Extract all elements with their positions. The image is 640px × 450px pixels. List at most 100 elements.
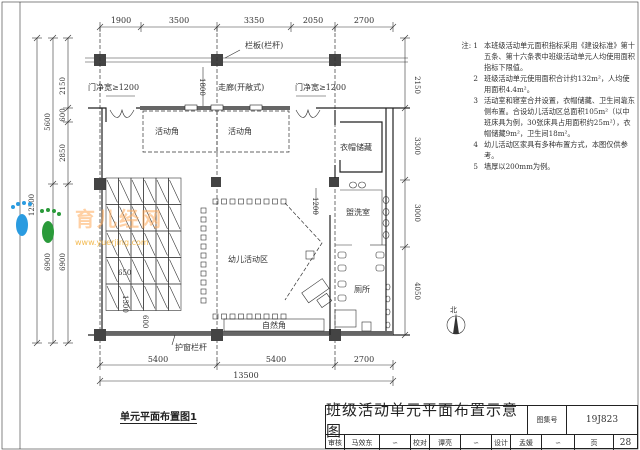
toilet-seat xyxy=(337,280,347,288)
toilet-seat xyxy=(375,264,385,272)
column xyxy=(211,177,221,187)
dim-label: 2700 xyxy=(354,16,374,25)
toilet-label: 厕所 xyxy=(354,284,370,294)
double-door-left xyxy=(109,108,135,118)
dim-label: 3300 xyxy=(413,137,421,155)
watermark-logo: 育儿经网 xyxy=(75,207,163,231)
bed-diagonal xyxy=(169,206,181,230)
sink xyxy=(349,181,357,189)
cloakroom-label: 衣帽储藏 xyxy=(340,142,372,152)
nature-corner xyxy=(223,318,325,332)
chair xyxy=(200,261,207,268)
atlas-label: 图集号 xyxy=(527,406,566,434)
bed-diagonal xyxy=(119,179,131,203)
table xyxy=(301,278,330,304)
north-arrow-icon: 北 xyxy=(446,306,466,335)
bottom-dimensions: 5400 5400 2700 13500 xyxy=(96,355,397,386)
dim-label: 3000 xyxy=(413,204,421,222)
corridor-width-dim: 1800 xyxy=(198,78,206,96)
washroom-label: 盥洗室 xyxy=(346,207,370,217)
chair xyxy=(246,313,253,320)
chair xyxy=(272,198,278,205)
bed-diagonal xyxy=(131,285,143,309)
axis-lines xyxy=(99,27,336,365)
dim-label: 5400 xyxy=(148,355,168,364)
bed-diagonal xyxy=(169,179,181,203)
column xyxy=(211,329,223,341)
page-label: 页 xyxy=(575,435,614,450)
double-door-right xyxy=(295,108,321,118)
bed-diagonal xyxy=(169,232,181,256)
dim-label: 6900 xyxy=(59,253,67,271)
bed-diagonal xyxy=(119,259,131,283)
chair xyxy=(221,313,227,320)
bed-diagonal xyxy=(144,285,156,309)
chair xyxy=(200,234,207,241)
chair xyxy=(238,313,244,320)
bed-diagonal xyxy=(106,285,118,309)
bed xyxy=(168,283,182,311)
column xyxy=(94,329,106,341)
window-railing-label: 护窗栏杆 xyxy=(175,342,207,352)
dim-label: 5400 xyxy=(266,355,286,364)
bed-width-dim: 650 xyxy=(118,269,131,277)
bed-diagonal xyxy=(156,259,168,283)
bed-diagonal xyxy=(131,206,143,230)
designer: 孟媛 xyxy=(511,435,542,450)
walls xyxy=(88,104,410,341)
bed-diagonal xyxy=(119,206,131,230)
note-number: 3 xyxy=(473,96,478,105)
svg-text:北: 北 xyxy=(450,306,457,314)
checker: 谭亮 xyxy=(430,435,461,450)
drawing-caption: 单元平面布置图1 xyxy=(120,408,197,424)
bed-diagonal xyxy=(106,179,118,203)
chair xyxy=(200,252,207,259)
bed-diagonal xyxy=(106,232,118,256)
note-text: 墙厚以200mm为例。 xyxy=(484,162,555,171)
column xyxy=(329,177,339,187)
bed-gap-dim: 600 xyxy=(141,315,149,328)
wash-gap-dim: 1200 xyxy=(311,197,319,215)
bed-diagonal xyxy=(106,206,118,230)
corridor-label: 走廊(开敞式) xyxy=(218,82,264,92)
chair xyxy=(200,225,207,232)
dim-label: 2850 xyxy=(59,144,67,162)
watermark-footprint-icon xyxy=(11,201,61,243)
left-dimensions: 12500 5600 6900 2150 600 2850 6900 xyxy=(28,34,73,347)
watermark-url: www.yuerjing.com xyxy=(75,238,149,247)
bed-diagonal xyxy=(156,179,168,203)
chair xyxy=(200,279,207,286)
chair xyxy=(200,216,207,223)
chair xyxy=(255,313,261,320)
sink xyxy=(382,196,390,204)
dim-label-total: 13500 xyxy=(233,371,258,380)
chair xyxy=(255,198,261,205)
urinal xyxy=(385,308,391,316)
toilet: 厕所 xyxy=(334,244,391,332)
corridor-railing: 栏板(栏杆) xyxy=(85,40,408,66)
dim-label: 2700 xyxy=(354,355,374,364)
column xyxy=(94,178,106,190)
page-number: 28 xyxy=(619,437,632,448)
dim-label: 4050 xyxy=(413,282,421,300)
bed-diagonal xyxy=(144,232,156,256)
floor-drain xyxy=(361,321,372,332)
bed-diagonal xyxy=(119,232,131,256)
design-label: 设计 xyxy=(492,435,511,450)
chair xyxy=(221,198,227,205)
toilet-seat xyxy=(375,251,385,259)
bed-diagonal xyxy=(156,285,168,309)
title-block: 班级活动单元平面布置示意图 图集号 19J823 审核 马效东 ∽ 校对 谭亮 … xyxy=(325,401,638,450)
chair xyxy=(280,313,287,320)
chair xyxy=(263,313,270,320)
chair xyxy=(200,243,207,250)
dim-label: 3350 xyxy=(244,16,264,25)
bed-diagonal xyxy=(131,232,143,256)
chair xyxy=(212,313,219,320)
activity-corner-label: 活动角 xyxy=(155,126,179,136)
